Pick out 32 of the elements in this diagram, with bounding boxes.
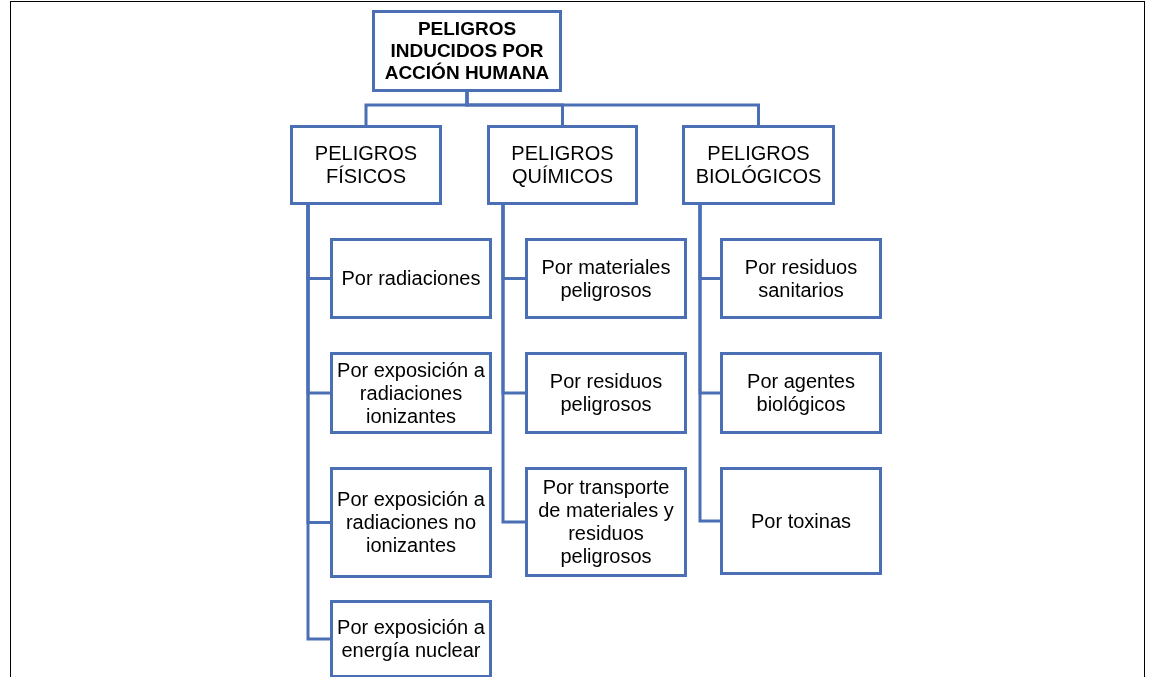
category-box [525, 352, 687, 434]
box-label: PELIGROS QUÍMICOS [510, 142, 615, 188]
category-box [330, 352, 492, 434]
category-box [372, 10, 562, 92]
category-box [290, 125, 442, 205]
category-box [487, 125, 638, 205]
category-box [330, 467, 492, 578]
connector-line [465, 92, 760, 125]
connector-line [501, 205, 525, 524]
category-box [682, 125, 835, 205]
category-box [525, 238, 687, 319]
box-label: Por exposición a energía nuclear [336, 616, 486, 662]
box-label: Por exposición a radiaciones no ionizantes [336, 488, 486, 557]
category-box [720, 238, 882, 319]
connector-line [306, 205, 330, 641]
box-label: PELIGROS BIOLÓGICOS [694, 142, 823, 188]
category-box [720, 352, 882, 434]
box-label: Por residuos sanitarios [743, 255, 859, 302]
box-label: Por exposición a radiaciones ionizantes [336, 358, 486, 428]
category-box [330, 600, 492, 677]
category-box [720, 467, 882, 575]
box-label: Por materiales peligrosos [540, 255, 672, 302]
category-box [525, 467, 687, 577]
category-box [330, 238, 492, 319]
box-label: Por residuos peligrosos [548, 370, 664, 416]
box-label: Por toxinas [750, 509, 852, 533]
box-label: PELIGROS INDUCIDOS POR ACCIÓN HUMANA [383, 18, 551, 84]
box-label: Por agentes biológicos [746, 370, 856, 416]
box-label: PELIGROS FÍSICOS [313, 142, 419, 188]
box-label: Por transporte de materiales y residuos peligrosos [537, 476, 675, 568]
connector-line [698, 205, 720, 523]
box-label: Por radiaciones [341, 267, 481, 290]
